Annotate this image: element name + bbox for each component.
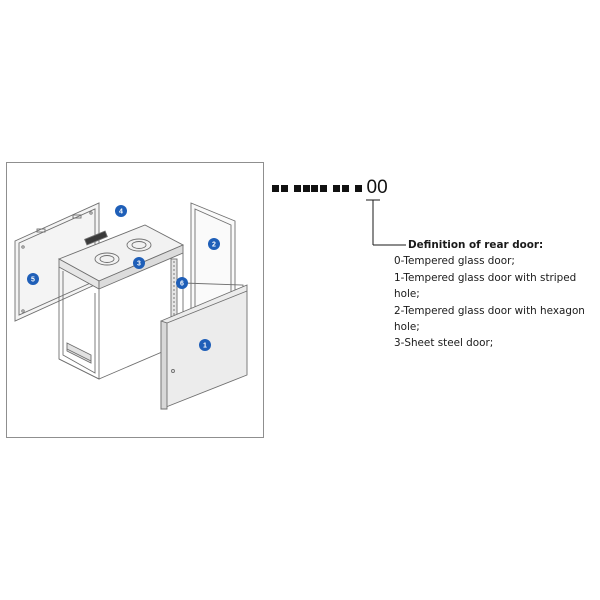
marker-2: 2: [208, 238, 220, 250]
svg-text:5: 5: [31, 277, 35, 284]
redacted-code-blocks: [272, 184, 364, 192]
svg-text:1: 1: [203, 343, 207, 350]
code-suffix: 00: [366, 177, 388, 198]
marker-1: 1: [199, 339, 211, 351]
cabinet-illustration: 1 2 3 4 5 6: [6, 162, 264, 438]
marker-3: 3: [133, 257, 145, 269]
rear-door-definition: Definition of rear door: 0-Tempered glas…: [394, 237, 598, 352]
marker-6: 6: [176, 277, 188, 289]
definition-item: 1-Tempered glass door with striped hole;: [394, 271, 577, 301]
svg-text:3: 3: [137, 261, 141, 268]
svg-text:6: 6: [180, 281, 184, 288]
cabinet-body: [57, 224, 185, 380]
cabinet-exploded-drawing: 1 2 3 4 5 6: [14, 202, 248, 410]
definition-title: Definition of rear door:: [408, 239, 544, 251]
svg-text:2: 2: [212, 242, 216, 249]
definition-item: 0-Tempered glass door;: [394, 255, 515, 268]
code-callout-bracket: [366, 199, 406, 246]
definition-list: 0-Tempered glass door; 1-Tempered glass …: [394, 253, 599, 351]
definition-item: 2-Tempered glass door with hexagon hole;: [394, 304, 585, 334]
marker-5: 5: [27, 273, 39, 285]
svg-text:4: 4: [119, 209, 123, 216]
model-code: 00: [272, 176, 388, 200]
marker-4: 4: [115, 205, 127, 217]
definition-item: 3-Sheet steel door;: [394, 337, 494, 350]
